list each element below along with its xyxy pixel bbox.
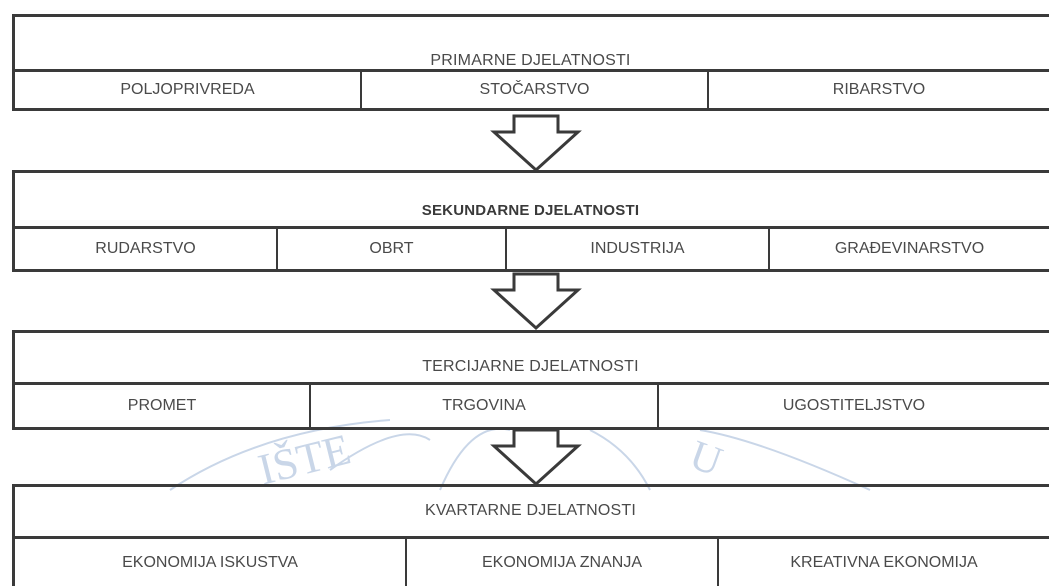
activity-cell: EKONOMIJA ISKUSTVA [15, 539, 407, 586]
activity-cell: PROMET [15, 385, 311, 427]
down-arrow-icon [490, 272, 582, 331]
activity-row: RUDARSTVO OBRT INDUSTRIJA GRAĐEVINARSTVO [12, 226, 1049, 272]
level-header [12, 14, 1049, 72]
level-title: SEKUNDARNE DJELATNOSTI [421, 202, 640, 219]
activity-cell: KREATIVNA EKONOMIJA [790, 553, 978, 571]
activity-row: EKONOMIJA ISKUSTVA EKONOMIJA ZNANJA KREA… [12, 536, 1049, 586]
down-arrow-icon [490, 428, 582, 487]
activity-cell: UGOSTITELJSTVO [782, 397, 926, 414]
level-header [12, 170, 1049, 228]
activity-cell: INDUSTRIJA [507, 229, 770, 269]
level-title: KVARTARNE DJELATNOSTI [424, 502, 637, 519]
level-header [12, 330, 1049, 388]
down-arrow-icon [490, 114, 582, 173]
activity-cell: RIBARSTVO [832, 81, 926, 98]
level-header [12, 484, 1049, 542]
level-title: PRIMARNE DJELATNOSTI [430, 52, 631, 69]
activity-cell: GRAĐEVINARSTVO [834, 240, 985, 257]
activity-cell: STOČARSTVO [362, 72, 709, 108]
activity-cell: RUDARSTVO [15, 229, 278, 269]
activity-row: PROMET TRGOVINA UGOSTITELJSTVO [12, 382, 1049, 430]
activity-cell: POLJOPRIVREDA [15, 72, 362, 108]
activity-cell: EKONOMIJA ZNANJA [407, 539, 719, 586]
activity-cell: TRGOVINA [311, 385, 659, 427]
level-title: TERCIJARNE DJELATNOSTI [422, 358, 639, 375]
activity-cell: OBRT [278, 229, 507, 269]
svg-text:U: U [684, 432, 728, 486]
activity-row: POLJOPRIVREDA STOČARSTVO RIBARSTVO [12, 69, 1049, 111]
